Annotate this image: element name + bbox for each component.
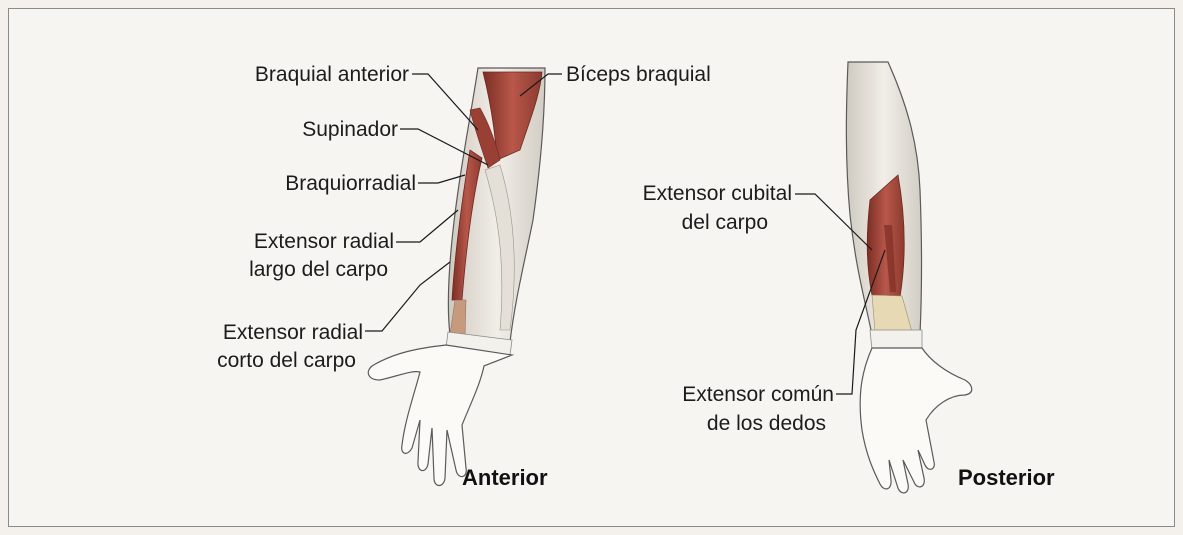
- label-ext-radial-largo-1: Extensor radial: [200, 229, 394, 254]
- label-ext-radial-corto-1: Extensor radial: [170, 320, 363, 345]
- view-title-anterior: Anterior: [462, 465, 548, 491]
- view-title-posterior: Posterior: [958, 465, 1055, 491]
- leader-ext-radial-largo: [396, 210, 458, 242]
- label-ext-radial-corto-2: corto del carpo: [170, 348, 356, 373]
- label-ext-radial-largo-2: largo del carpo: [200, 257, 388, 282]
- label-ext-comun-2: de los dedos: [620, 411, 826, 436]
- label-ext-cubital-2: del carpo: [590, 210, 768, 235]
- label-biceps-braquial: Bíceps braquial: [566, 62, 711, 87]
- label-supinador: Supinador: [230, 117, 398, 142]
- label-ext-comun-1: Extensor común: [620, 382, 834, 407]
- leader-braquial-anterior: [412, 74, 478, 130]
- posterior-forearm: [846, 62, 971, 493]
- label-braquiorradial: Braquiorradial: [240, 171, 416, 196]
- label-ext-cubital-1: Extensor cubital: [590, 181, 792, 206]
- label-braquial-anterior: Braquial anterior: [213, 62, 409, 87]
- leader-braquiorradial: [418, 175, 465, 183]
